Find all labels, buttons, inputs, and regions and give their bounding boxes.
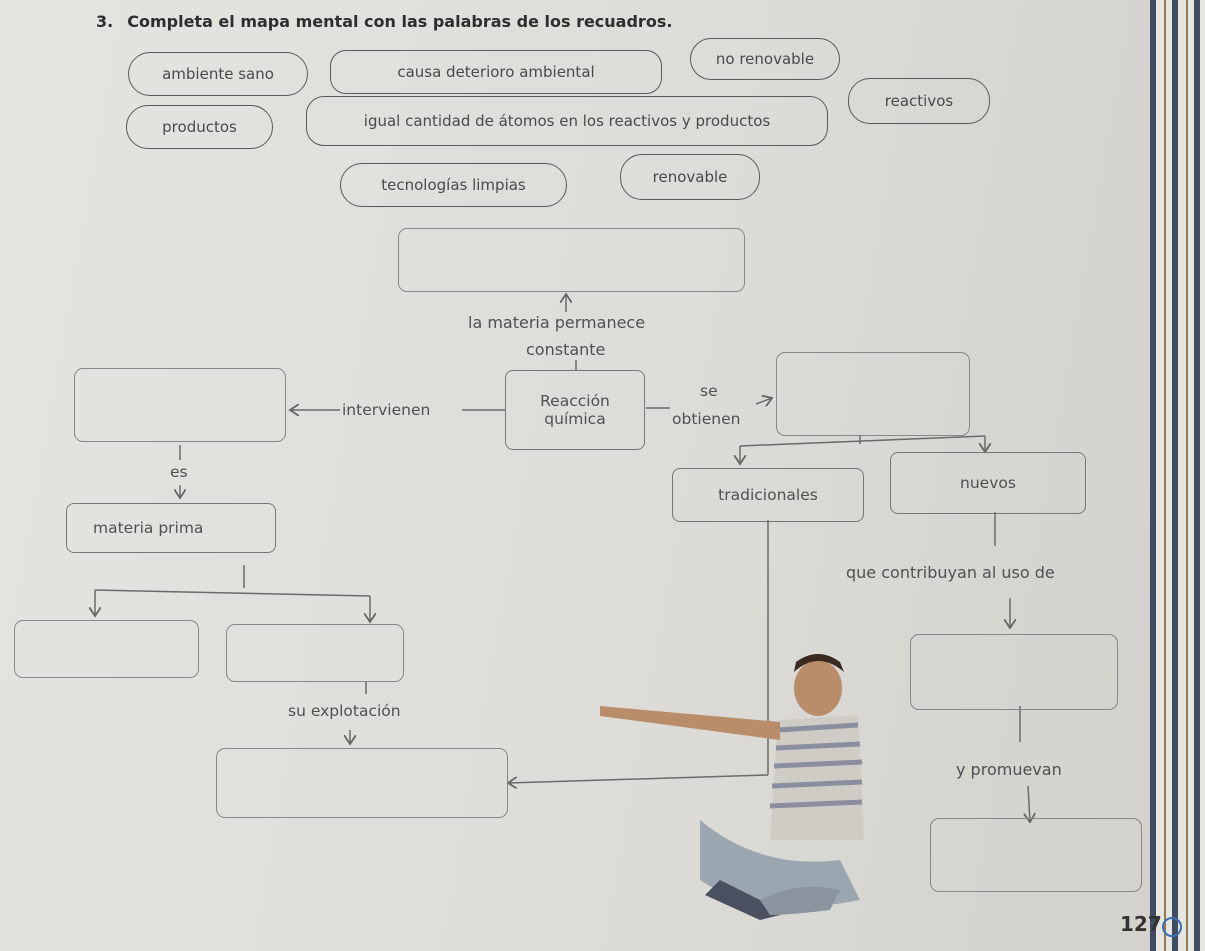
page-number: 127 (1120, 912, 1162, 936)
label-obtienen: obtienen (672, 410, 741, 428)
word-causa-deterioro[interactable]: causa deterioro ambiental (330, 50, 662, 94)
answer-box-explotacion[interactable] (216, 748, 508, 818)
label-promuevan: y promuevan (956, 760, 1062, 779)
instruction-text: Completa el mapa mental con las palabras… (127, 12, 673, 31)
word-tecnologias-limpias[interactable]: tecnologías limpias (340, 163, 567, 207)
word-igual-cantidad[interactable]: igual cantidad de átomos en los reactivo… (306, 96, 828, 146)
word-productos[interactable]: productos (126, 105, 273, 149)
answer-box-materia-1[interactable] (14, 620, 199, 678)
word-no-renovable[interactable]: no renovable (690, 38, 840, 80)
page-circle-icon (1162, 917, 1182, 937)
word-reactivos[interactable]: reactivos (848, 78, 990, 124)
node-tradicionales: tradicionales (672, 468, 864, 522)
instruction-title: 3. Completa el mapa mental con las palabr… (96, 12, 672, 31)
answer-box-promuevan[interactable] (930, 818, 1142, 892)
word-renovable[interactable]: renovable (620, 154, 760, 200)
answer-box-top[interactable] (398, 228, 745, 292)
pointing-person-illustration (600, 654, 864, 920)
label-intervienen: intervienen (342, 401, 431, 419)
central-node-reaccion-quimica: Reacción química (505, 370, 645, 450)
answer-box-materia-2[interactable] (226, 624, 404, 682)
answer-box-intervienen[interactable] (74, 368, 286, 442)
central-node-line-2: química (544, 410, 606, 428)
node-nuevos: nuevos (890, 452, 1086, 514)
answer-box-obtienen[interactable] (776, 352, 970, 436)
label-materia-permanece: la materia permanece (468, 313, 646, 332)
label-se: se (700, 382, 718, 400)
worksheet-page (0, 0, 1160, 951)
answer-box-contribuyan[interactable] (910, 634, 1118, 710)
central-node-line-1: Reacción (540, 392, 610, 410)
instruction-number: 3. (96, 12, 114, 31)
mind-map-connectors (0, 0, 1160, 920)
label-contribuyan: que contribuyan al uso de (846, 563, 1055, 582)
label-su-explotacion: su explotación (288, 702, 401, 720)
fabric-edge (1150, 0, 1205, 951)
word-ambiente-sano[interactable]: ambiente sano (128, 52, 308, 96)
label-constante: constante (526, 340, 606, 359)
label-es: es (170, 463, 188, 481)
node-materia-prima: materia prima (66, 503, 276, 553)
